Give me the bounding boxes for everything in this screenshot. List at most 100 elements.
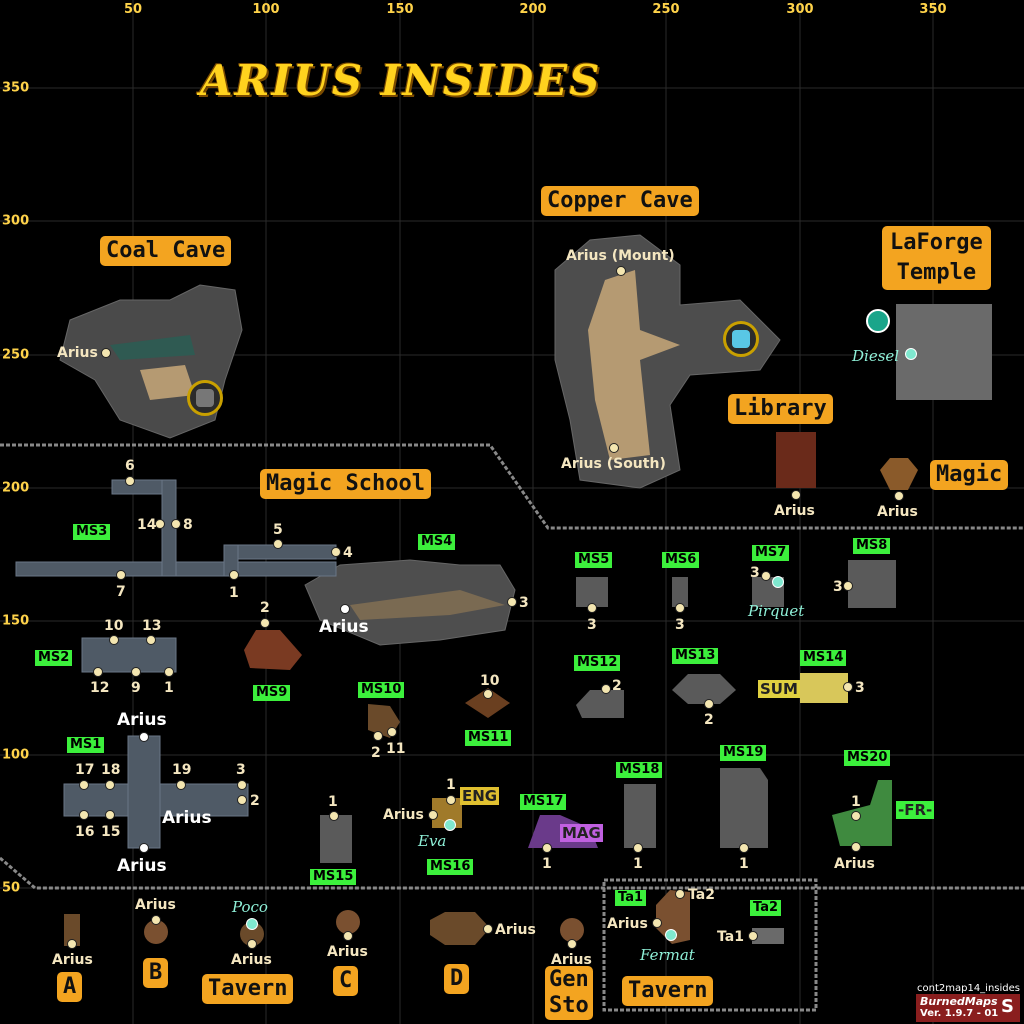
door-label: 3	[587, 617, 597, 633]
door-dot	[229, 570, 239, 580]
door-label: 2	[612, 678, 622, 694]
exit-label: Arius	[495, 922, 536, 938]
exit-dot	[567, 939, 577, 949]
shop-tag-mag: MAG	[560, 824, 603, 842]
ms-label: MS13	[672, 648, 719, 664]
ms-label: MS17	[520, 794, 567, 810]
npc-dot	[444, 819, 456, 831]
door-dot	[748, 931, 758, 941]
teleport-marker	[866, 309, 890, 333]
exit-dot	[791, 490, 801, 500]
door-dot	[761, 571, 771, 581]
door-label: 2	[371, 745, 381, 761]
door-dot	[125, 476, 135, 486]
door-label: 1	[164, 680, 174, 696]
door-dot	[675, 889, 685, 899]
exit-dot	[652, 918, 662, 928]
x-tick: 300	[786, 2, 814, 17]
door-dot	[171, 519, 181, 529]
door-label: 1	[229, 585, 239, 601]
door-dot	[331, 547, 341, 557]
x-tick: 150	[386, 2, 414, 17]
door-label: 1	[446, 777, 456, 793]
door-label: 4	[343, 545, 353, 561]
exit-dot	[894, 491, 904, 501]
exit-label: Arius	[834, 856, 875, 872]
ms-label: MS2	[35, 650, 73, 666]
region-c: C	[333, 966, 359, 996]
door-label: 9	[131, 680, 141, 696]
door-dot	[109, 635, 119, 645]
region-copper-cave: Copper Cave	[541, 186, 699, 216]
door-label: 17	[75, 762, 95, 778]
door-label: 11	[386, 741, 406, 757]
ms-label: MS16	[427, 859, 474, 875]
npc-eva: Eva	[418, 832, 447, 850]
x-tick: 50	[123, 2, 143, 17]
copper-cave-shape	[554, 234, 781, 489]
exit-dot	[67, 939, 77, 949]
door-dot	[507, 597, 517, 607]
door-label: 1	[739, 856, 749, 872]
exit-label: Arius	[117, 710, 167, 730]
region-coal-cave: Coal Cave	[100, 236, 232, 266]
ms-label: MS6	[662, 552, 700, 568]
door-label: 3	[519, 595, 529, 611]
region-gen-sto: Gen Sto	[545, 966, 593, 1020]
brand-s: S	[1001, 996, 1014, 1017]
door-dot	[176, 780, 186, 790]
exit-label: Arius	[231, 952, 272, 968]
door-label: 14	[137, 517, 157, 533]
ms-label: MS10	[358, 682, 405, 698]
door-dot	[601, 684, 611, 694]
coal-cave-shape	[59, 284, 243, 439]
exit-dot	[151, 915, 161, 925]
door-label: 10	[480, 673, 500, 689]
ms-label: MS19	[720, 745, 767, 761]
door-dot	[843, 581, 853, 591]
exit-label: Arius	[877, 504, 918, 520]
door-label: 16	[75, 824, 95, 840]
brand-name: BurnedMaps	[920, 995, 998, 1008]
ms-label: MS18	[616, 762, 663, 778]
x-tick: 200	[519, 2, 547, 17]
door-dot	[587, 603, 597, 613]
door-dot	[260, 618, 270, 628]
door-dot	[633, 843, 643, 853]
door-label: Ta2	[688, 887, 715, 903]
door-dot	[739, 843, 749, 853]
door-dot	[237, 780, 247, 790]
exit-label: Arius	[607, 916, 648, 932]
door-label: 2	[250, 793, 260, 809]
door-dot	[675, 603, 685, 613]
door-dot	[851, 811, 861, 821]
door-dot	[373, 731, 383, 741]
region-tavern-left: Tavern	[202, 974, 294, 1004]
region-laforge-line1: LaForge	[890, 230, 983, 255]
door-label: 8	[183, 517, 193, 533]
shop-tag-fr: -FR-	[896, 801, 935, 819]
ta1-tag: Ta1	[615, 890, 647, 906]
exit-dot	[609, 443, 619, 453]
door-dot	[237, 795, 247, 805]
npc-pirquet: Pirquet	[748, 602, 805, 620]
map-filename: cont2map14_insides	[917, 983, 1020, 994]
region-library: Library	[728, 394, 833, 424]
door-label: 6	[125, 458, 135, 474]
door-label: 1	[328, 794, 338, 810]
door-label: 18	[101, 762, 121, 778]
exit-label: Arius	[383, 807, 424, 823]
x-tick: 100	[252, 2, 280, 17]
npc-poco: Poco	[232, 898, 268, 916]
npc-dot	[772, 576, 784, 588]
region-magic-school: Magic School	[260, 469, 431, 499]
door-label: 10	[104, 618, 124, 634]
door-label: 3	[236, 762, 246, 778]
door-dot	[155, 519, 165, 529]
exit-dot	[340, 604, 350, 614]
region-laforge-line2: Temple	[896, 260, 977, 285]
door-label: 2	[704, 712, 714, 728]
ms-label: MS4	[418, 534, 456, 550]
npc-diesel: Diesel	[852, 347, 900, 365]
